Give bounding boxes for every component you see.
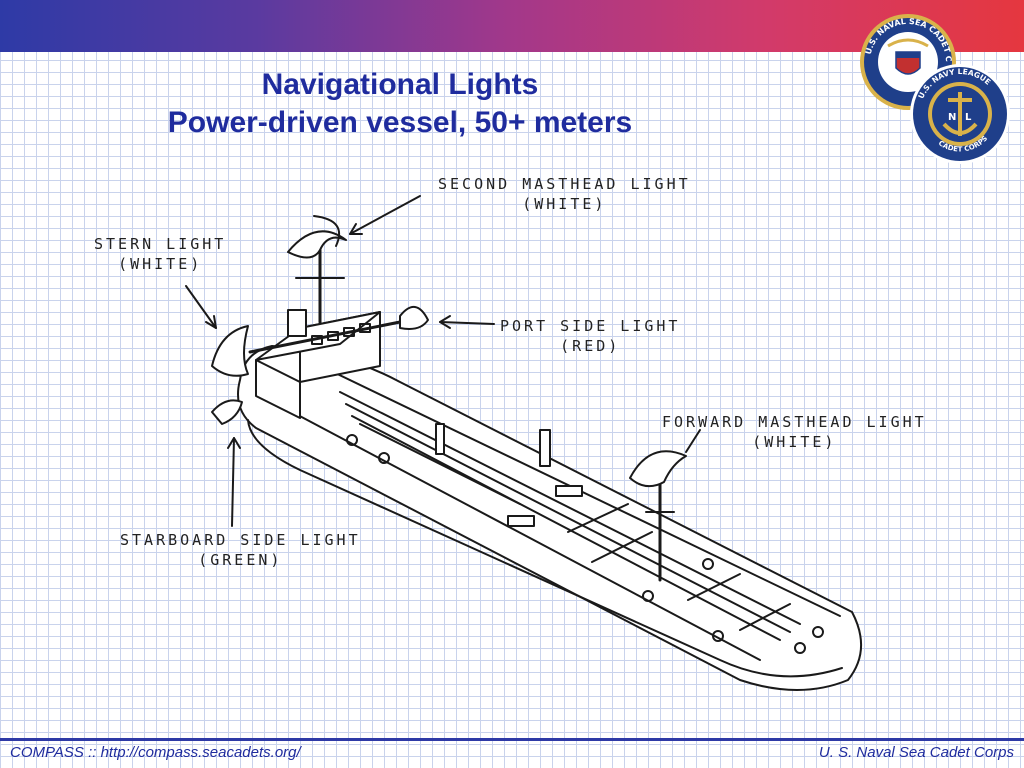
label-second-masthead-light: SECOND MASTHEAD LIGHT (WHITE): [438, 174, 691, 214]
label-second-masthead-color: (WHITE): [522, 195, 607, 213]
hull: [237, 345, 863, 691]
hull-side: [247, 419, 843, 678]
forward-masthead-light-fixture: [629, 450, 687, 488]
svg-text:N: N: [948, 112, 956, 123]
label-stern-title: STERN LIGHT: [94, 235, 227, 253]
label-forward-masthead-title: FORWARD MASTHEAD LIGHT: [662, 413, 927, 431]
label-forward-masthead-color: (WHITE): [752, 433, 837, 451]
top-gradient-bar: [0, 0, 1024, 52]
footer-compass-link[interactable]: COMPASS :: http://compass.seacadets.org/: [10, 744, 301, 761]
label-starboard-side-title: STARBOARD SIDE LIGHT: [120, 531, 361, 549]
label-stern-light: STERN LIGHT (WHITE): [94, 234, 226, 274]
title-line-1: Navigational Lights: [261, 68, 539, 101]
label-stern-color: (WHITE): [118, 255, 203, 273]
page-title: Navigational Lights Power-driven vessel,…: [40, 66, 760, 142]
navy-league-cadet-corps-seal: N L U.S. NAVY LEAGUE CADET CORPS: [910, 64, 1010, 164]
label-port-side-light: PORT SIDE LIGHT (RED): [500, 316, 680, 356]
label-forward-masthead-light: FORWARD MASTHEAD LIGHT (WHITE): [662, 412, 927, 452]
label-port-side-title: PORT SIDE LIGHT: [500, 317, 681, 335]
superstructure: [255, 359, 301, 419]
label-starboard-side-color: (GREEN): [198, 551, 283, 569]
label-second-masthead-title: SECOND MASTHEAD LIGHT: [438, 175, 691, 193]
footer-divider: [0, 738, 1024, 741]
title-line-2: Power-driven vessel, 50+ meters: [167, 106, 633, 139]
port-side-light-fixture: [399, 306, 429, 330]
starboard-side-light-fixture: [211, 399, 243, 425]
label-port-side-color: (RED): [560, 337, 621, 355]
svg-text:L: L: [965, 112, 972, 123]
arrow-starboard-side: [231, 437, 235, 527]
footer-organization: U. S. Naval Sea Cadet Corps: [818, 744, 1014, 761]
label-starboard-side-light: STARBOARD SIDE LIGHT (GREEN): [120, 530, 361, 570]
arrow-forward-masthead: [685, 429, 701, 453]
ship-navigational-lights-diagram: [185, 195, 863, 691]
arrow-stern: [185, 285, 217, 329]
deck-edge-starboard: [261, 395, 761, 661]
arrow-second-masthead: [349, 195, 421, 235]
arrow-port-side: [439, 321, 495, 325]
second-masthead-light-fixture: [287, 230, 347, 259]
stern-light-fixture: [211, 325, 249, 377]
